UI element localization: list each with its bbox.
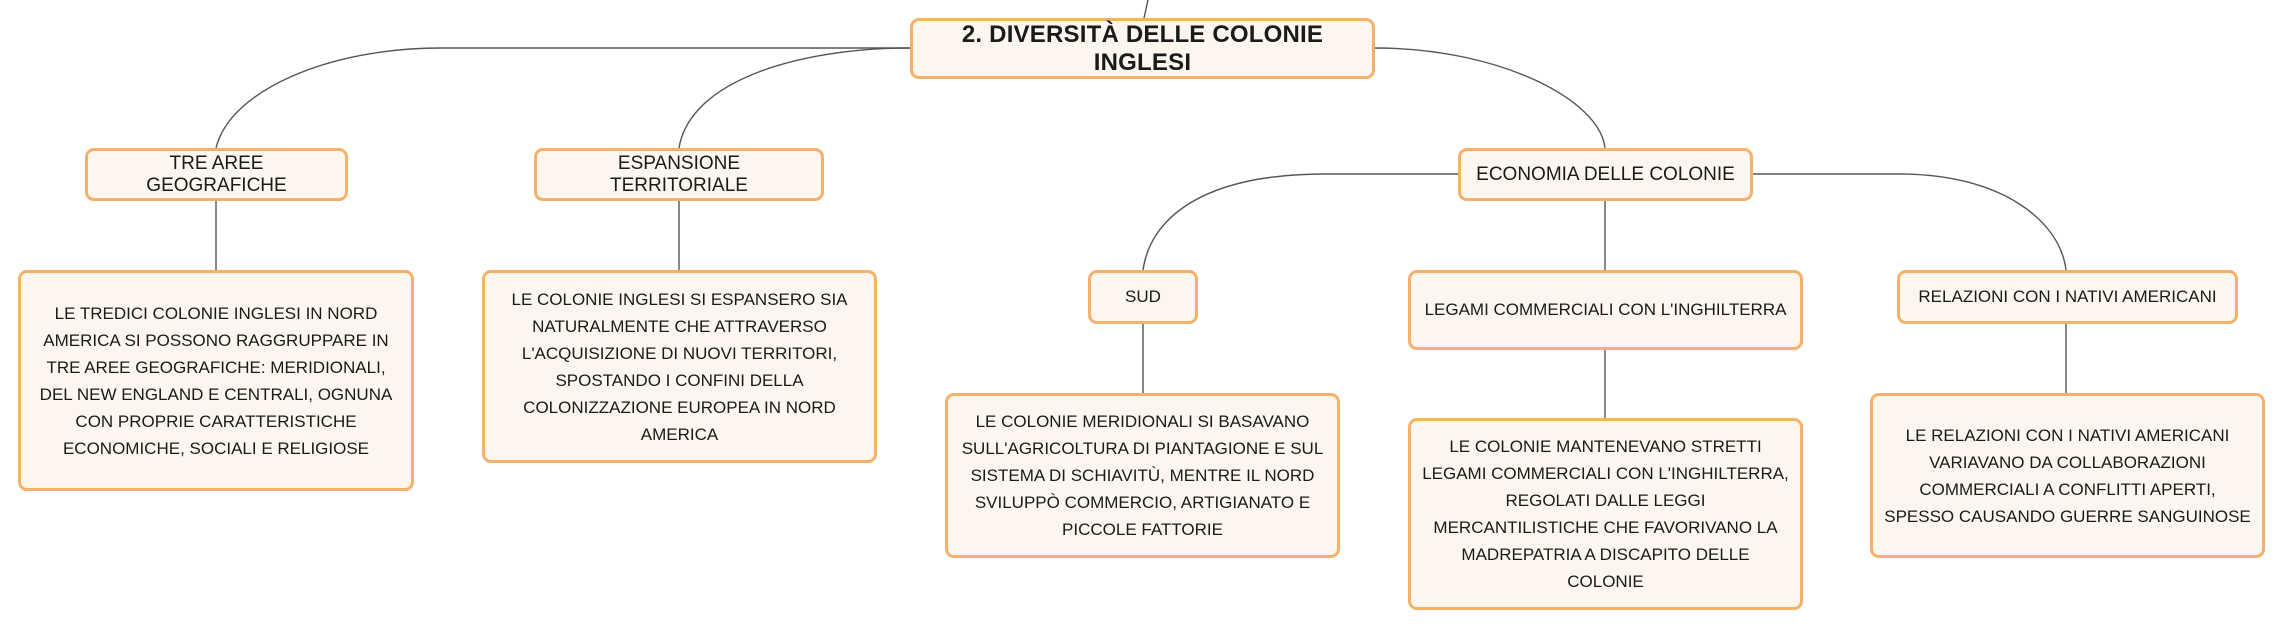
connector-economy-natives (1752, 173, 2067, 271)
root-topic[interactable]: 2. DIVERSITÀ DELLE COLONIE INGLESI (910, 18, 1375, 79)
subtopic-legami-commerciali[interactable]: LEGAMI COMMERCIALI CON L'INGHILTERRA (1408, 270, 1803, 350)
description-relazioni-nativi[interactable]: LE RELAZIONI CON I NATIVI AMERICANI VARI… (1870, 393, 2265, 558)
subtopic-label: LEGAMI COMMERCIALI CON L'INGHILTERRA (1424, 300, 1787, 319)
description-tre-aree-geografiche[interactable]: LE TREDICI COLONIE INGLESI IN NORD AMERI… (18, 270, 414, 491)
root-topic-label: 2. DIVERSITÀ DELLE COLONIE INGLESI (961, 20, 1324, 76)
subtopic-sud[interactable]: SUD (1088, 270, 1198, 324)
connector-root-expansion (678, 47, 911, 149)
description-text: LE COLONIE MANTENEVANO STRETTI LEGAMI CO… (1422, 437, 1789, 591)
description-text: LE TREDICI COLONIE INGLESI IN NORD AMERI… (39, 303, 393, 458)
topic-label: ECONOMIA DELLE COLONIE (1476, 163, 1735, 185)
connector-parent-root (1143, 0, 1149, 19)
subtopic-label: RELAZIONI CON I NATIVI AMERICANI (1918, 287, 2217, 306)
subtopic-label: SUD (1125, 287, 1161, 306)
topic-economia-delle-colonie[interactable]: ECONOMIA DELLE COLONIE (1458, 148, 1753, 201)
description-text: LE COLONIE MERIDIONALI SI BASAVANO SULL'… (961, 412, 1324, 539)
connector-root-economy (1374, 47, 1606, 149)
description-text: LE RELAZIONI CON I NATIVI AMERICANI VARI… (1884, 425, 2251, 526)
description-legami-commerciali[interactable]: LE COLONIE MANTENEVANO STRETTI LEGAMI CO… (1408, 418, 1803, 610)
topic-espansione-territoriale[interactable]: ESPANSIONE TERRITORIALE (534, 148, 824, 201)
topic-label: ESPANSIONE TERRITORIALE (610, 152, 748, 196)
connector-root-geo (215, 47, 910, 149)
topic-label: TRE AREE GEOGRAFICHE (146, 152, 287, 196)
subtopic-relazioni-nativi[interactable]: RELAZIONI CON I NATIVI AMERICANI (1897, 270, 2238, 324)
description-espansione-territoriale[interactable]: LE COLONIE INGLESI SI ESPANSERO SIA NATU… (482, 270, 877, 463)
topic-tre-aree-geografiche[interactable]: TRE AREE GEOGRAFICHE (85, 148, 348, 201)
description-text: LE COLONIE INGLESI SI ESPANSERO SIA NATU… (511, 289, 848, 444)
description-sud[interactable]: LE COLONIE MERIDIONALI SI BASAVANO SULL'… (945, 393, 1340, 558)
connector-economy-south (1142, 173, 1458, 271)
